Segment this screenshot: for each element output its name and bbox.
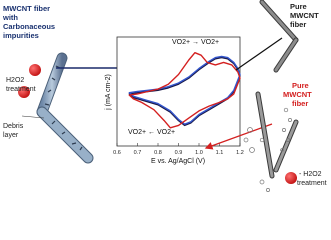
reduction-annotation: VO2+ ← VO2+ xyxy=(128,129,175,136)
top-right-line-3: fiber xyxy=(290,20,306,29)
left-title-line-4: impurities xyxy=(3,31,39,40)
x-ticks: 0.6 0.7 0.8 0.9 1.0 1.1 1.2 xyxy=(113,143,244,156)
droplet-1 xyxy=(29,64,41,76)
left-treatment-line-2: treatment xyxy=(6,86,36,93)
y-axis-label: j (mA cm-2) xyxy=(105,74,112,111)
pure-connector xyxy=(235,37,283,71)
cv-curve-3 xyxy=(128,52,241,129)
figure: MWCNT fiber with Carbonaceous impurities… xyxy=(2,0,327,192)
debris-line-2: layer xyxy=(3,132,19,139)
cv-curve-2 xyxy=(128,55,241,125)
droplet-3 xyxy=(285,172,297,184)
left-treatment-line-1: H2O2 xyxy=(6,77,24,84)
top-right-line-2: MWCNT xyxy=(290,11,319,20)
x-tick-label: 0.9 xyxy=(175,150,183,156)
bottom-right-line-1: Pure xyxy=(292,81,309,90)
bottom-right-line-3: fiber xyxy=(292,99,308,108)
left-title-line-1: MWCNT fiber xyxy=(3,4,50,13)
bottom-right-treatment: - H2O2 treatment xyxy=(297,171,327,187)
bottom-right-treatment-line-2: treatment xyxy=(297,180,327,187)
left-title-line-3: Carbonaceous xyxy=(3,22,55,31)
x-tick-label: 1.0 xyxy=(195,150,203,156)
left-treatment-label: H2O2 treatment xyxy=(6,77,36,93)
bubbles xyxy=(243,107,292,192)
x-tick-label: 1.2 xyxy=(236,150,244,156)
bottom-right-title: Pure MWCNT fiber xyxy=(283,81,312,108)
x-tick-label: 0.6 xyxy=(113,150,121,156)
pure-fiber-top xyxy=(259,0,299,73)
cv-curves xyxy=(128,52,241,129)
left-fiber-title: MWCNT fiber with Carbonaceous impurities xyxy=(2,4,55,40)
cv-chart: 0.6 0.7 0.8 0.9 1.0 1.1 1.2 VO2+ → VO2+ VO2+ ←… xyxy=(105,36,244,165)
debris-label: Debris layer xyxy=(3,123,24,139)
x-tick-label: 0.7 xyxy=(134,150,142,156)
top-right-title: Pure MWCNT fiber xyxy=(290,2,319,29)
x-axis-label: E vs. Ag/AgCl (V) xyxy=(151,158,205,165)
x-tick-label: 0.8 xyxy=(154,150,162,156)
pure-red-arrow xyxy=(204,123,273,150)
top-right-line-1: Pure xyxy=(290,2,307,11)
droplet-2 xyxy=(18,86,30,98)
oxidation-annotation: VO2+ → VO2+ xyxy=(172,39,219,46)
debris-line-1: Debris xyxy=(3,123,24,130)
left-title-line-2: with xyxy=(2,13,18,22)
bottom-right-line-2: MWCNT xyxy=(283,90,312,99)
impure-fiber xyxy=(36,52,94,164)
bottom-right-treatment-line-1: - H2O2 xyxy=(299,171,322,178)
pure-fiber-bottom xyxy=(255,91,299,179)
x-tick-label: 1.1 xyxy=(216,150,224,156)
debris-pointer xyxy=(21,115,45,119)
